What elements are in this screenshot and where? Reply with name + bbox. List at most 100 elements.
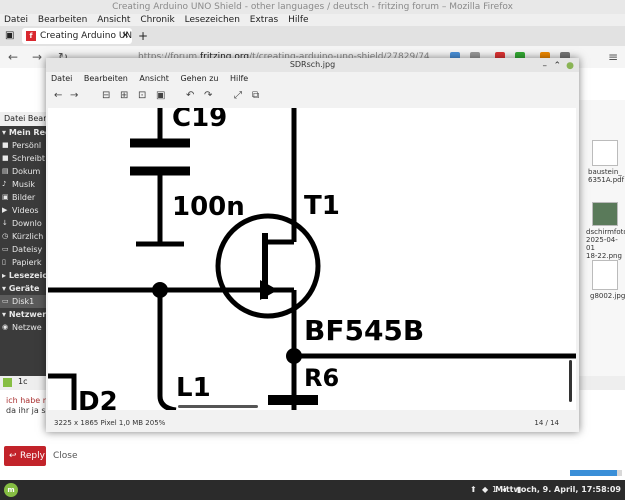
menu-lesezeichen[interactable]: Lesezeichen: [184, 15, 240, 25]
sidebar-item-desktop[interactable]: ■Schreibt: [2, 154, 46, 163]
file-manager-menubar: Datei Bearbe: [0, 112, 48, 126]
extension-icon[interactable]: [450, 52, 460, 62]
mint-menu-icon[interactable]: m: [4, 483, 18, 497]
pdf-thumbnail[interactable]: [592, 140, 618, 166]
viewer-menu-bearbeiten[interactable]: Bearbeiten: [83, 74, 128, 83]
viewer-toolbar: ← → ⊟ ⊞ ⊡ ▣ ↶ ↷ ⤢ ⧉: [46, 86, 579, 108]
browser-window-title: Creating Arduino UNO Shield - other lang…: [0, 0, 625, 14]
sidebar-item-videos[interactable]: ▶Videos: [2, 206, 39, 215]
clock[interactable]: Mittwoch, 9. April, 17:58:09: [495, 485, 621, 494]
sidebar-header-devices[interactable]: ▾ Geräte: [2, 284, 40, 293]
extension-icon[interactable]: [495, 52, 505, 62]
sidebar-item-music[interactable]: ♪Musik: [2, 180, 35, 189]
rotate-left-icon[interactable]: ↶: [186, 90, 195, 101]
menu-ansicht[interactable]: Ansicht: [97, 15, 131, 25]
back-icon[interactable]: ←: [8, 50, 19, 64]
sidebar-item-trash[interactable]: ▯Papierk: [2, 258, 42, 267]
extension-icon[interactable]: [540, 52, 550, 62]
viewer-menu-datei[interactable]: Datei: [51, 74, 73, 83]
viewer-menubar: Datei Bearbeiten Ansicht Gehen zu Hilfe: [46, 72, 579, 86]
junction-dot: [152, 282, 168, 298]
zoom-in-icon[interactable]: ⊞: [120, 90, 129, 101]
close-button[interactable]: Close: [53, 451, 78, 461]
pictures-icon: ▣: [2, 193, 9, 201]
label-c19: C19: [172, 108, 227, 133]
rotate-right-icon[interactable]: ↷: [204, 90, 213, 101]
close-window-icon[interactable]: ●: [566, 61, 574, 71]
zoom-out-icon[interactable]: ⊟: [102, 90, 111, 101]
viewer-menu-ansicht[interactable]: Ansicht: [139, 74, 169, 83]
new-tab-icon[interactable]: +: [138, 29, 149, 43]
gate-arrow: [260, 280, 278, 300]
compose-tab[interactable]: 1c: [18, 377, 28, 386]
minimize-icon[interactable]: –: [542, 61, 548, 71]
sidebar-header-bookmarks[interactable]: ▸ Lesezeichen: [2, 271, 48, 280]
previous-image-icon[interactable]: ←: [54, 90, 63, 101]
zoom-fit-icon[interactable]: ▣: [156, 90, 166, 101]
sidebar-item-recent[interactable]: ◷Kürzlich: [2, 232, 44, 241]
update-badge[interactable]: 1: [492, 485, 498, 494]
extension-icon[interactable]: [560, 52, 570, 62]
sidebar-item-disk1[interactable]: ▭Disk1: [0, 295, 48, 308]
file-item[interactable]: dschirmfoto 2025-04-01 18-22.png: [586, 228, 625, 260]
fullscreen-icon[interactable]: ⤢: [234, 90, 242, 101]
restore-icon[interactable]: ⌃: [553, 61, 561, 71]
junction-dot: [286, 348, 302, 364]
viewer-title: SDRsch.jpg: [289, 60, 336, 69]
image-canvas[interactable]: C19 100n T1 BF545B L1 R6 D2: [48, 108, 576, 410]
tab-list-icon[interactable]: ▣: [5, 30, 15, 41]
file-item[interactable]: g8002.jpg: [590, 292, 625, 300]
progress-fill: [570, 470, 617, 476]
disk-icon: ▭: [2, 297, 9, 305]
close-tab-icon[interactable]: ✕: [121, 31, 129, 41]
label-t1: T1: [304, 191, 340, 221]
sidebar-item-home[interactable]: ■Persönl: [2, 141, 42, 150]
clock-icon: ◷: [2, 232, 9, 240]
url-bar[interactable]: https://forum.fritzing.org/t/creating-ar…: [110, 50, 440, 64]
volume-icon[interactable]: ◂: [502, 485, 507, 494]
sidebar-header-network[interactable]: ▾ Netzwerk: [2, 310, 48, 319]
menu-bearbeiten[interactable]: Bearbeiten: [37, 15, 88, 25]
image-thumbnail[interactable]: [592, 202, 618, 226]
sidebar-item-network[interactable]: ◉Netzwe: [2, 323, 42, 332]
battery-icon[interactable]: ▮: [517, 485, 522, 494]
viewer-menu-hilfe[interactable]: Hilfe: [230, 74, 249, 83]
reply-button[interactable]: ↩ Reply: [4, 446, 46, 466]
hamburger-menu-icon[interactable]: ≡: [608, 50, 619, 64]
taskbar: m ⬆ ◆ 1 ◂ ▮ Mittwoch, 9. April, 17:58:09: [0, 480, 625, 500]
file-manager-sidebar: ▾ Mein Rechn ■Persönl ■Schreibt ▤Dokum ♪…: [0, 126, 48, 376]
menu-datei[interactable]: Datei: [4, 15, 29, 25]
menu-chronik[interactable]: Chronik: [140, 15, 175, 25]
zoom-normal-icon[interactable]: ⊡: [138, 90, 147, 101]
sidebar-item-filesystem[interactable]: ▭Dateisy: [2, 245, 43, 254]
drive-icon: ▭: [2, 245, 9, 253]
transistor-circle: [215, 213, 321, 319]
shield-tray-icon[interactable]: ◆: [482, 485, 489, 494]
fm-menu-bearbeiten[interactable]: Bearbe: [27, 114, 48, 123]
fm-menu-datei[interactable]: Datei: [4, 114, 26, 123]
network-tray-icon[interactable]: ⬆: [470, 485, 477, 494]
tab-forum[interactable]: f Creating Arduino UNO Shi ✕: [22, 28, 132, 44]
label-d2: D2: [78, 387, 118, 410]
forward-icon[interactable]: →: [32, 50, 43, 64]
horizontal-scrollbar[interactable]: [178, 405, 258, 408]
sidebar-item-pictures[interactable]: ▣Bilder: [2, 193, 36, 202]
sidebar-item-documents[interactable]: ▤Dokum: [2, 167, 41, 176]
menu-hilfe[interactable]: Hilfe: [288, 15, 309, 25]
extension-icon[interactable]: [515, 52, 525, 62]
sidebar-header-computer[interactable]: ▾ Mein Rechn: [2, 128, 48, 137]
sidebar-item-downloads[interactable]: ↓Downlo: [2, 219, 42, 228]
viewer-menu-gehen-zu[interactable]: Gehen zu: [180, 74, 219, 83]
image-thumbnail[interactable]: [592, 260, 618, 290]
next-image-icon[interactable]: →: [70, 90, 79, 101]
slideshow-icon[interactable]: ⧉: [252, 90, 260, 101]
compose-text[interactable]: ich habe m da ihr ja so: [6, 396, 51, 415]
menu-extras[interactable]: Extras: [249, 15, 279, 25]
inductor-wire: [157, 395, 177, 410]
trash-icon: ▯: [2, 258, 6, 266]
file-item[interactable]: baustein_ 6351A.pdf: [588, 168, 625, 184]
folder-icon[interactable]: [3, 378, 12, 387]
reload-icon[interactable]: ↻: [58, 50, 69, 64]
vertical-scrollbar[interactable]: [569, 360, 572, 402]
extension-icon[interactable]: [470, 52, 480, 62]
